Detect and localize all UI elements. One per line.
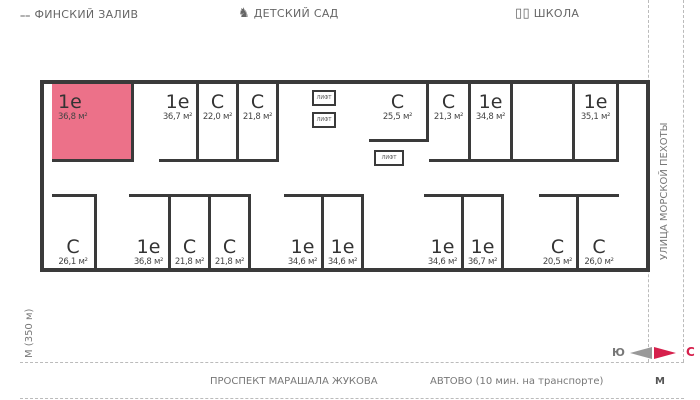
street-bottom: ПРОСПЕКТ МАРАШАЛА ЖУКОВА (210, 376, 378, 387)
lift-2: ЛИФТ (312, 112, 336, 128)
poi-school: ▯▯ ШКОЛА (515, 6, 580, 21)
poi-sea: ⩵ ФИНСКИЙ ЗАЛИВ (20, 8, 139, 21)
sea-icon: ⩵ (20, 11, 31, 21)
lift-3: ЛИФТ (374, 150, 404, 166)
compass-icon (630, 347, 676, 359)
lift-1: ЛИФТ (312, 90, 336, 106)
street-right: УЛИЦА МОРСКОЙ ПЕХОТЫ (659, 122, 670, 260)
metro-bottom: АВТОВО (10 мин. на транспорте) (430, 376, 604, 387)
rocking-horse-icon: ♞ (238, 6, 250, 21)
book-icon: ▯▯ (515, 6, 530, 21)
poi-kindergarten: ♞ ДЕТСКИЙ САД (238, 6, 339, 21)
compass-south: Ю (612, 346, 625, 359)
metro-icon: М (655, 376, 665, 387)
compass-north: С (686, 345, 695, 359)
metro-distance: М (350 м) (24, 308, 35, 358)
apartment-top-unlabeled (513, 84, 575, 162)
